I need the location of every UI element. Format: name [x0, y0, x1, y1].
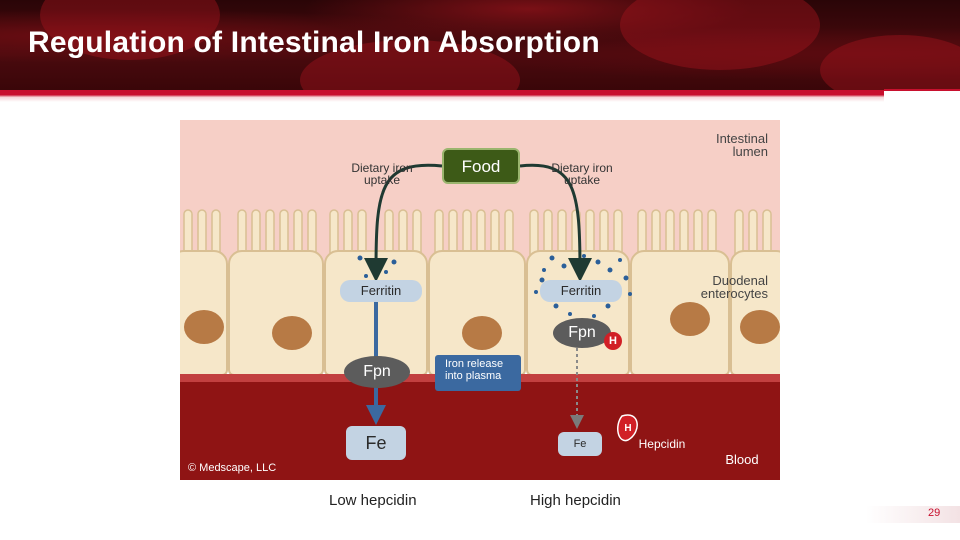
ferritin-left-pill: Ferritin: [340, 280, 422, 302]
page-number: 29: [928, 507, 941, 519]
cell-nucleus: [272, 316, 312, 350]
cell-nucleus: [184, 310, 224, 344]
cell-nucleus: [462, 316, 502, 350]
iron-release-box: Iron release into plasma: [435, 355, 521, 391]
slide-title: Regulation of Intestinal Iron Absorption: [28, 26, 600, 59]
duodenal-enterocytes-label: Duodenal enterocytes: [700, 273, 768, 301]
hepcidin-label: Hepcidin: [638, 437, 686, 451]
low-hepcidin-caption: Low hepcidin: [329, 492, 417, 509]
hepcidin-h-mark: H: [624, 423, 632, 434]
ferritin-right-pill: Ferritin: [540, 280, 622, 302]
header-divider-end: [884, 89, 960, 91]
dietary-iron-uptake-right-label: Dietary iron uptake: [551, 161, 613, 187]
iron-absorption-diagram: Dietary iron uptake Food Dietary iron up…: [180, 120, 780, 480]
blood-label: Blood: [725, 452, 759, 467]
fe-left-box: Fe: [346, 426, 406, 460]
ferroportin-right-oval: Fpn: [553, 318, 611, 348]
food-box: Food: [442, 148, 520, 184]
intestinal-lumen-label: Intestinal lumen: [715, 131, 768, 159]
cell-nucleus: [740, 310, 780, 344]
ferroportin-left-oval: Fpn: [344, 356, 410, 388]
slide-header: Regulation of Intestinal Iron Absorption: [0, 0, 960, 90]
copyright-text: © Medscape, LLC: [188, 462, 277, 474]
page-number-bar: [866, 506, 960, 523]
hepcidin-bound-badge: H: [604, 332, 622, 350]
blood-region: [180, 382, 780, 480]
cell-nucleus: [670, 302, 710, 336]
high-hepcidin-caption: High hepcidin: [530, 492, 621, 509]
dietary-iron-uptake-left-label: Dietary iron uptake: [351, 161, 413, 187]
header-divider: [0, 90, 884, 102]
fe-right-box: Fe: [558, 432, 602, 456]
microvilli-border: [183, 209, 772, 256]
